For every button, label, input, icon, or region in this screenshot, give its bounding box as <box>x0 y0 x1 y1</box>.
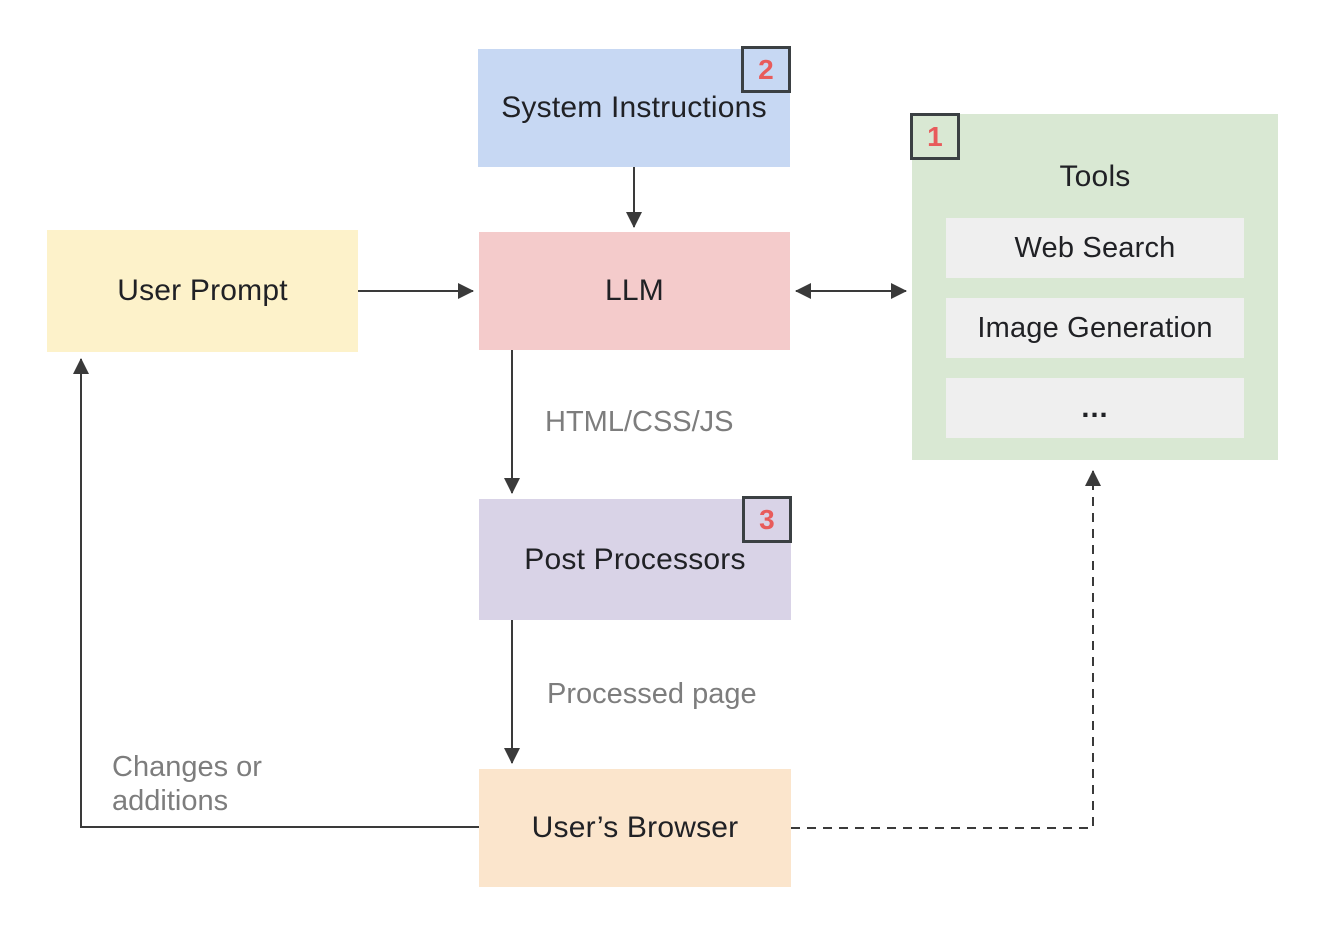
edge-label-changes-or-additions: Changes or additions <box>112 751 262 817</box>
node-system-instructions-label: System Instructions <box>501 91 767 124</box>
tool-item-image-generation: Image Generation <box>946 298 1244 358</box>
arrow-users-browser-to-tools-dashed <box>791 470 1101 829</box>
edge-label-html-css-js: HTML/CSS/JS <box>545 406 734 438</box>
node-post-processors-label: Post Processors <box>524 542 746 576</box>
node-tools: Tools Web Search Image Generation ... 1 <box>910 113 1278 460</box>
node-llm: LLM <box>479 232 790 350</box>
node-system-instructions: System Instructions 2 <box>478 46 791 167</box>
tools-item-list: Web Search Image Generation ... <box>912 218 1278 438</box>
badge-2: 2 <box>741 46 791 93</box>
node-post-processors: Post Processors 3 <box>479 496 792 620</box>
node-user-prompt: User Prompt <box>47 230 358 352</box>
node-users-browser: User’s Browser <box>479 769 791 887</box>
tool-item-ellipsis: ... <box>946 378 1244 438</box>
node-llm-label: LLM <box>605 274 664 307</box>
tool-item-web-search: Web Search <box>946 218 1244 278</box>
badge-1: 1 <box>910 113 960 160</box>
edge-label-processed-page: Processed page <box>547 678 757 710</box>
badge-3: 3 <box>742 496 792 543</box>
node-user-prompt-label: User Prompt <box>117 274 288 307</box>
node-users-browser-label: User’s Browser <box>531 811 739 844</box>
node-tools-label: Tools <box>1059 160 1131 193</box>
